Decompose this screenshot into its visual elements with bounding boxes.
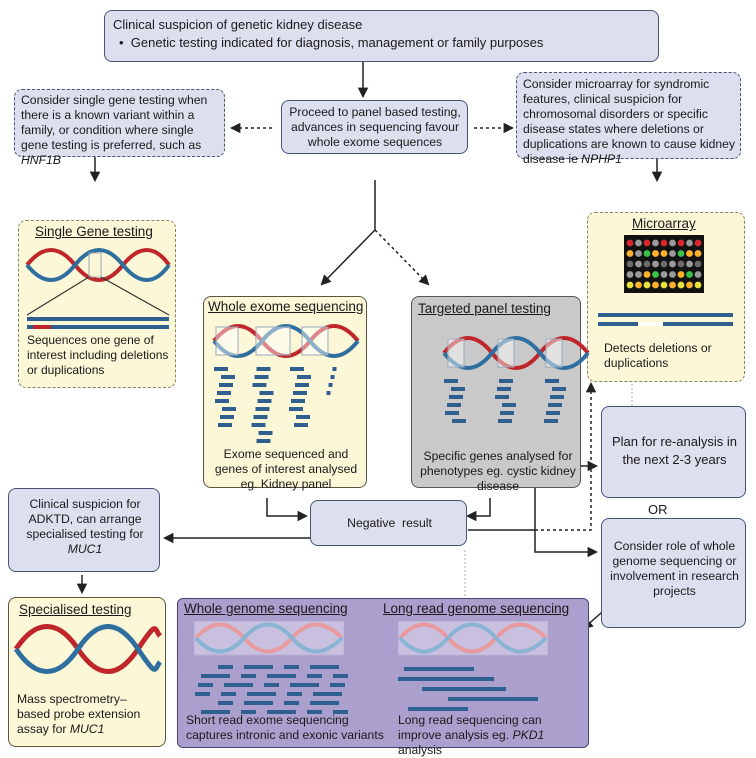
lrgs-suffix: analysis (398, 743, 443, 757)
adtkd-text: Clinical suspicion for ADKTD, can arrang… (13, 497, 157, 557)
gene-hnf1b: HNF1B (21, 153, 61, 167)
wgs-heading: Whole genome sequencing (184, 601, 348, 616)
microarray-bars (598, 313, 733, 326)
microarray-heading: Microarray (632, 216, 696, 231)
wes-text: Exome sequenced and genes of interest an… (214, 447, 358, 491)
negative-result-box: Negative result (310, 500, 467, 546)
specialised-heading: Specialised testing (19, 602, 132, 617)
or-label: OR (648, 502, 668, 517)
wgs-consider-box: Consider role of whole genome sequencing… (601, 518, 746, 628)
lrgs-body: Long read sequencing can improve analysi… (398, 713, 542, 742)
adtkd-box: Clinical suspicion for ADKTD, can arrang… (8, 488, 160, 572)
microarray-text: Detects deletions or duplications (604, 341, 712, 370)
single-gene-note-box: Consider single gene testing when there … (14, 89, 225, 167)
single-gene-box: Single Gene testing Sequences one gene o… (18, 220, 176, 388)
wgs-dna-illustration (194, 621, 344, 656)
arrow-panel-to-targeted (374, 229, 430, 286)
wes-box: Whole exome sequencing Exome sequenced a… (203, 296, 367, 491)
microarray-note-body: Consider microarray for syndromic featur… (523, 77, 736, 166)
microarray-chip-icon (624, 235, 704, 293)
single-gene-note-body: Consider single gene testing when there … (21, 93, 208, 152)
panel-note-box: Proceed to panel based testing, advances… (281, 100, 468, 154)
microarray-note-text: Consider microarray for syndromic featur… (523, 77, 738, 167)
lrgs-heading: Long read genome sequencing (383, 601, 570, 616)
clinical-suspicion-bullet: • Genetic testing indicated for diagnosi… (119, 35, 544, 50)
wes-dna-illustration (212, 324, 360, 358)
arrow-negative-to-wgs-consider (534, 530, 599, 558)
clinical-suspicion-box: Clinical suspicion of genetic kidney dis… (104, 10, 659, 62)
dna-zoom-illustration (25, 248, 171, 329)
wgs-consider-text: Consider role of whole genome sequencing… (610, 539, 739, 598)
specialised-text: Mass spectrometry– based probe extension… (17, 692, 163, 737)
specialised-body: Mass spectrometry– based probe extension… (17, 692, 141, 736)
targeted-panel-heading: Targeted panel testing (418, 301, 551, 316)
clinical-suspicion-title: Clinical suspicion of genetic kidney dis… (113, 17, 363, 32)
lrgs-dna-illustration (398, 621, 548, 656)
wgs-text: Short read exome sequencing captures int… (186, 713, 384, 742)
arrow-targeted-to-negative (465, 498, 491, 522)
adtkd-body: Clinical suspicion for ADKTD, can arrang… (26, 497, 144, 541)
arrow-negative-to-microarray (535, 381, 597, 531)
targeted-panel-box: Targeted panel testing Specific genes an… (411, 296, 590, 493)
negative-result-text: Negative result (347, 516, 432, 530)
microarray-note-box: Consider microarray for syndromic featur… (516, 72, 741, 166)
single-gene-heading: Single Gene testing (35, 224, 153, 239)
targeted-panel-text: Specific genes analysed for phenotypes e… (420, 449, 576, 493)
wes-reads-illustration (214, 367, 337, 443)
lrgs-reads-illustration (398, 667, 538, 711)
panel-note-text: Proceed to panel based testing, advances… (289, 105, 461, 149)
specialised-box: Specialised testing Mass spectrometry– b… (8, 597, 166, 747)
panel-reads-illustration (444, 379, 566, 423)
gene-muc1: MUC1 (69, 722, 105, 736)
bullet-text: Genetic testing indicated for diagnosis,… (130, 35, 544, 50)
wes-heading: Whole exome sequencing (208, 299, 364, 314)
arrow-wes-to-negative (266, 498, 309, 522)
arrow-panel-to-wes (320, 180, 376, 286)
panel-dna-illustration (442, 336, 590, 370)
specialised-dna-illustration (14, 624, 162, 674)
lrgs-text: Long read sequencing can improve analysi… (398, 713, 588, 758)
single-gene-note-text: Consider single gene testing when there … (21, 93, 223, 168)
reanalysis-box: Plan for re-analysis in the next 2-3 yea… (601, 406, 746, 498)
wgs-reads-illustration (195, 665, 348, 714)
reanalysis-text: Plan for re-analysis in the next 2-3 yea… (612, 434, 737, 467)
gene-nphp1: NPHP1 (581, 152, 622, 166)
genome-sequencing-box: Whole genome sequencing Long read genome… (177, 598, 589, 757)
gene-muc1-adtkd: MUC1 (67, 542, 103, 556)
single-gene-text: Sequences one gene of interest including… (27, 333, 169, 377)
microarray-box: Microarray Detects deletions or duplicat… (587, 212, 745, 382)
gene-pkd1: PKD1 (512, 728, 545, 742)
